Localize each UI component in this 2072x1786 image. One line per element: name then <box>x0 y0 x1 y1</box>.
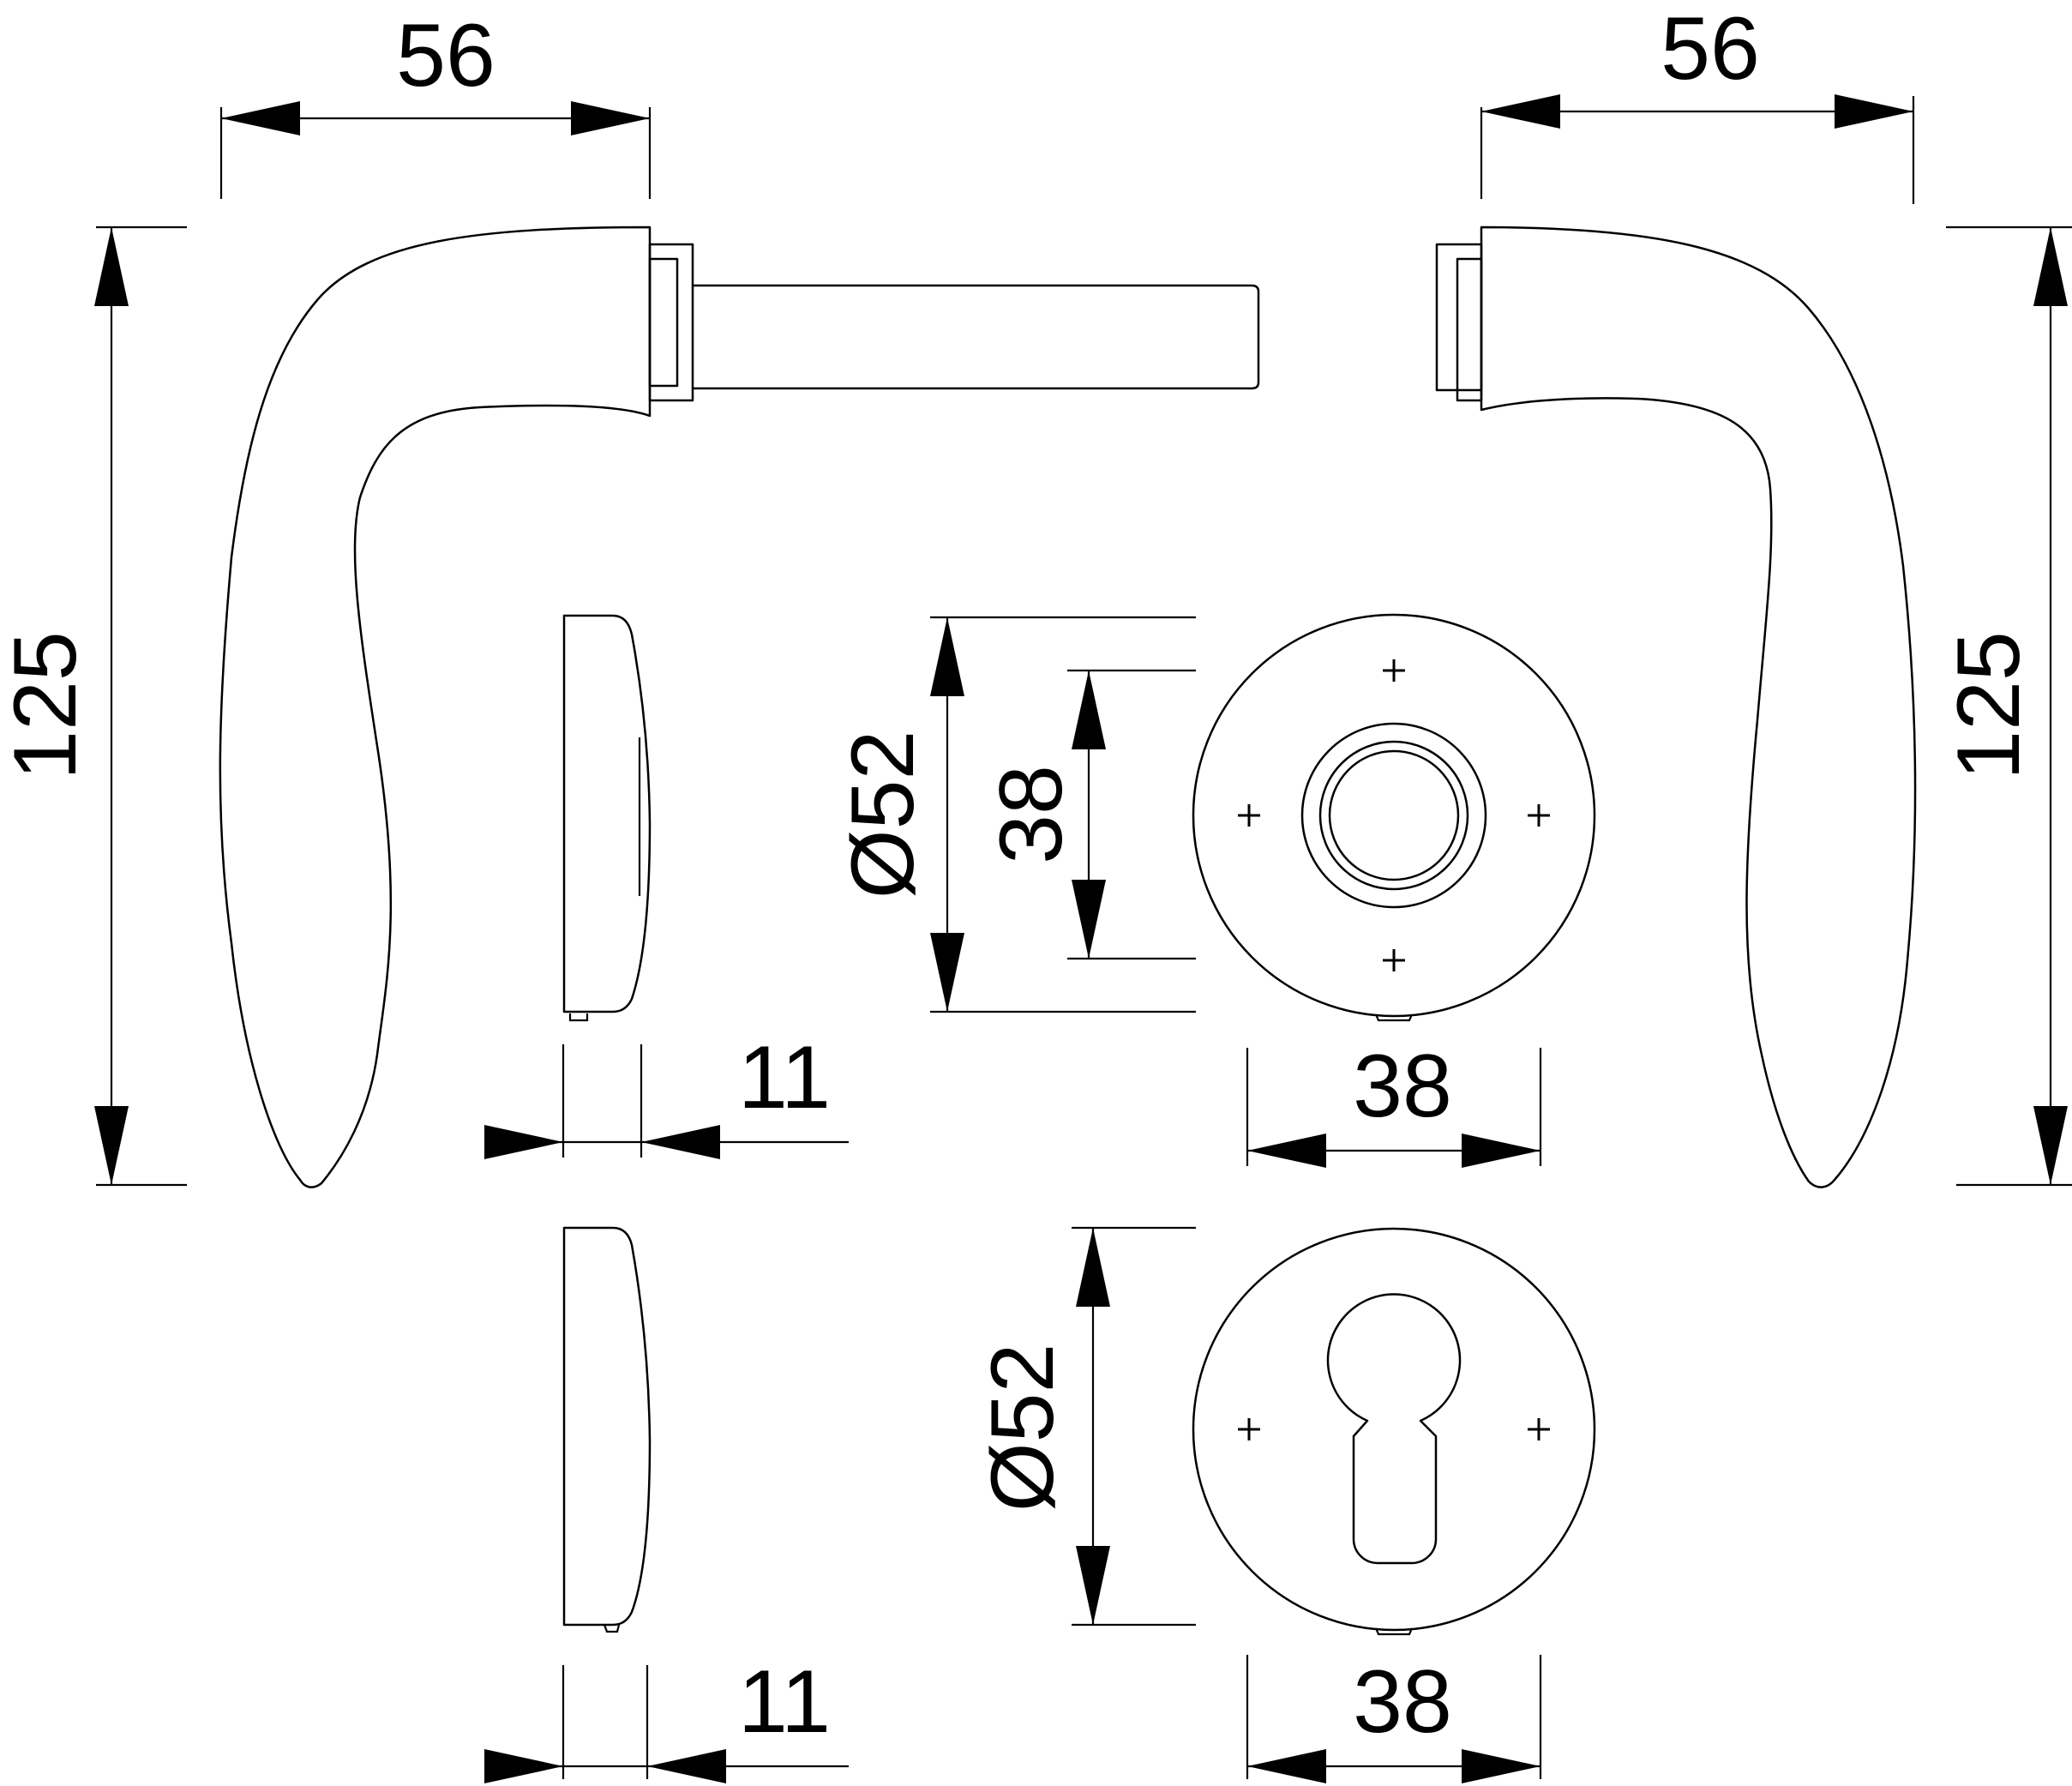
lower-rose-front-view <box>1192 1227 1596 1636</box>
dim-right-width: 56 <box>1661 0 1760 99</box>
dim-upper-diameter: Ø52 <box>833 731 933 899</box>
dim-upper-inner: 38 <box>982 765 1081 864</box>
dim-upper-width: 38 <box>1353 1037 1452 1136</box>
dim-lower-width: 38 <box>1353 1652 1452 1752</box>
dimension-labels: 56 56 125 125 Ø52 38 38 11 Ø52 38 11 <box>0 0 2039 1752</box>
dim-right-height: 125 <box>1939 631 2039 780</box>
dim-left-width: 56 <box>396 6 495 105</box>
screw-mark-right <box>1528 804 1550 827</box>
keyhole-cutout <box>1326 1293 1462 1565</box>
screw-mark-bottom <box>1383 949 1405 971</box>
screw-mark-left <box>1238 804 1260 827</box>
dimension-lines <box>94 94 2072 1783</box>
upper-rose-side-profile <box>562 614 652 1022</box>
dim-left-height: 125 <box>0 631 95 780</box>
screw-mark-top <box>1383 659 1405 682</box>
left-lever-handle <box>219 226 1260 1188</box>
lower-rose-side-profile <box>562 1226 652 1633</box>
dim-lower-thickness: 11 <box>738 1652 831 1752</box>
dim-lower-diameter: Ø52 <box>973 1344 1072 1512</box>
screw-mark-right <box>1528 1418 1550 1440</box>
dim-upper-thickness: 11 <box>738 1028 831 1128</box>
upper-rose-front-view <box>1192 613 1596 1022</box>
right-lever-handle <box>1435 226 1917 1188</box>
screw-mark-left <box>1238 1418 1260 1440</box>
